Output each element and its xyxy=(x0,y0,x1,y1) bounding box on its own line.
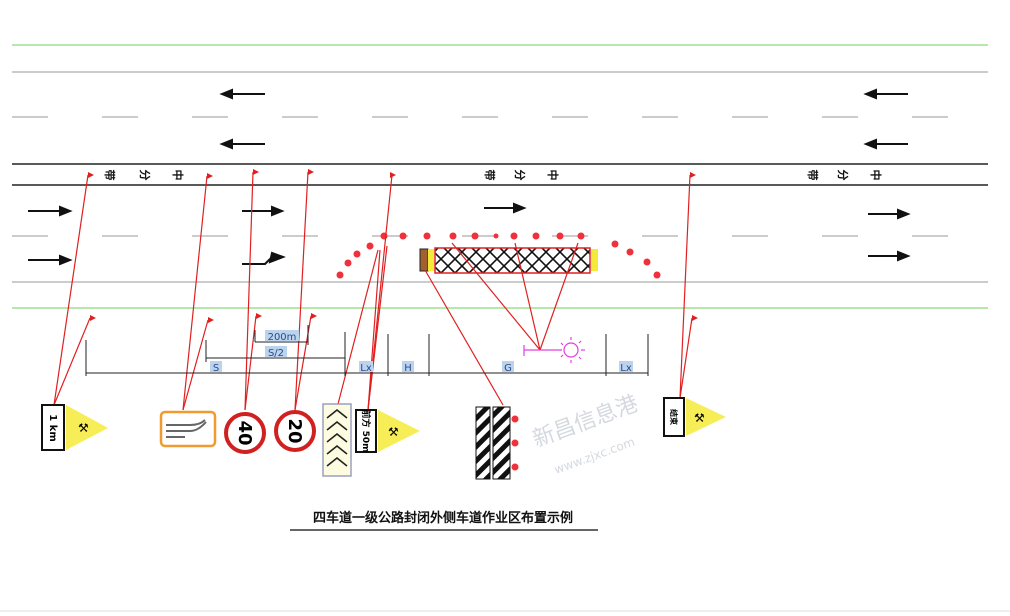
dim-200m: 200m xyxy=(268,332,297,343)
svg-text:带: 带 xyxy=(483,170,497,181)
dimension-labels: S S/2 200m Lx H G Lx xyxy=(210,330,633,374)
svg-text:带: 带 xyxy=(806,170,820,181)
svg-text:分: 分 xyxy=(836,170,850,181)
work-area xyxy=(419,247,598,274)
dim-g: G xyxy=(504,363,512,374)
diagram-title: 四车道一级公路封闭外侧车道作业区布置示例 xyxy=(313,510,573,526)
svg-text:分: 分 xyxy=(513,170,527,181)
svg-text:分: 分 xyxy=(138,170,152,181)
leader-lines xyxy=(53,171,693,411)
arrow-left-icon xyxy=(219,88,265,100)
svg-text:结束: 结束 xyxy=(669,409,679,426)
svg-text:带: 带 xyxy=(103,170,117,181)
roadwork-icon: ⚒ xyxy=(78,421,89,435)
road xyxy=(12,44,988,309)
roadwork-icon: ⚒ xyxy=(388,425,399,439)
traffic-cones xyxy=(336,232,661,279)
watermark: 新昌信息港 www.zjxc.com xyxy=(530,392,642,477)
warning-flags xyxy=(88,169,698,323)
sign-chevron xyxy=(322,403,352,477)
median-labels: 带 分 中 带 分 中 带 分 中 xyxy=(103,170,883,181)
arrow-right-icon xyxy=(484,202,527,214)
sign-end: 结束 ⚒ xyxy=(663,397,726,437)
dim-s: S xyxy=(213,363,219,374)
dim-lx-2: Lx xyxy=(620,363,632,374)
arrow-right-icon xyxy=(28,254,73,266)
roadwork-icon: ⚒ xyxy=(694,411,705,425)
dim-s-half: S/2 xyxy=(268,348,284,359)
svg-text:中: 中 xyxy=(171,170,185,181)
sign-speed-limit-40: 40 xyxy=(224,412,266,454)
svg-text:前方 50m: 前方 50m xyxy=(360,409,372,452)
svg-text:40: 40 xyxy=(234,420,255,445)
barrier xyxy=(475,406,519,480)
svg-text:20: 20 xyxy=(284,418,305,443)
sign-speed-limit-20: 20 xyxy=(274,410,316,452)
arrow-merge-icon xyxy=(242,251,286,265)
dimension-lines xyxy=(85,325,649,376)
sign-distance-front: 前方 50m ⚒ xyxy=(355,409,420,453)
arrow-right-icon xyxy=(868,208,911,220)
svg-text:中: 中 xyxy=(546,170,560,181)
arrow-left-icon xyxy=(863,88,908,100)
arrow-right-icon xyxy=(242,205,285,217)
arrow-left-icon xyxy=(863,138,908,150)
sign-1km: 1 km ⚒ xyxy=(41,404,108,451)
svg-text:中: 中 xyxy=(869,170,883,181)
sign-lane-merge xyxy=(159,410,217,448)
dim-h: H xyxy=(404,363,412,374)
arrow-right-icon xyxy=(28,205,73,217)
lane-arrows xyxy=(28,88,911,266)
arrow-left-icon xyxy=(219,138,265,150)
dim-lx-1: Lx xyxy=(360,363,372,374)
svg-text:1 km: 1 km xyxy=(47,414,58,442)
arrow-right-icon xyxy=(868,250,911,262)
warning-light-icon xyxy=(523,337,585,363)
